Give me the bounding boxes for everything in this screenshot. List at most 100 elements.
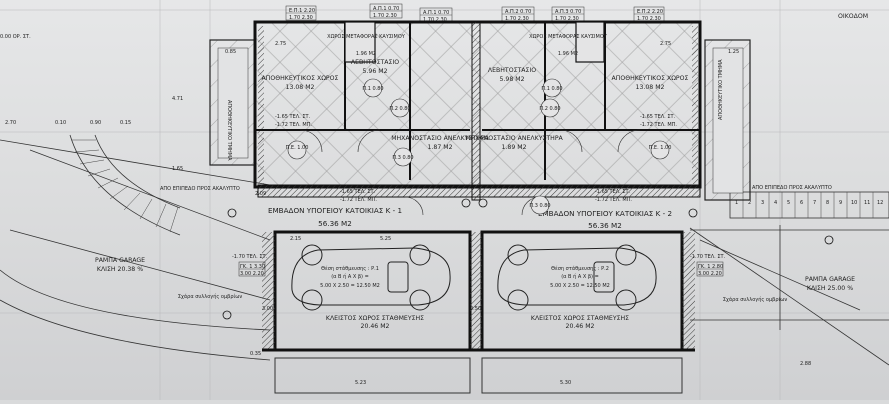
dim-270: 2.70 [5,120,16,126]
dim-288: 2.88 [800,361,811,367]
room-basement-right-area: 56.36 Μ2 [588,221,622,230]
level-left-hall2: -1.72 ΤΕΛ. ΜΠ. [340,197,377,203]
dim-275-right: 2.75 [660,41,671,47]
level-garage-right: -1.70 ΤΕΛ. ΣΤ. [690,254,726,260]
window-schedule: Ε.Π.1 2.20 1.70 2.30 Α.Π.1 0.70 1.70 2.3… [285,3,665,23]
level-or-st: 0.00 ΟΡ. ΣΤ. [0,34,31,40]
section-markers [222,198,834,320]
room-lift-right-area: 1.89 Μ2 [501,144,526,151]
drain-left-label: Σχάρα συλλογής ομβρίων [178,293,243,300]
room-storage-left-area: 13.08 Μ2 [286,84,315,91]
room-garage-left-name: ΚΛΕΙΣΤΟΣ ΧΩΡΟΣ ΣΤΑΘΜΕΥΣΗΣ [326,315,424,322]
room-boiler-right-name: ΛΕΒΗΤΟΣΤΑΣΙΟ [488,67,536,74]
parking-right-size: 5.00 Χ 2.50 = 12.50 Μ2 [550,283,610,289]
gk-right-a: ΓΚ. 1 2.80 [698,264,723,270]
ramp-labels: ΡΑΜΠΑ GARAGE ΚΛΙΣΗ 20.38 % ΡΑΜΠΑ GARAGE … [95,257,855,303]
dimensions: 2.70 0.10 0.90 0.15 4.71 1.65 2.09 2.15 … [5,41,811,386]
room-basement-left-area: 56.36 Μ2 [318,219,352,228]
window-box-4-line2: 1.70 2.30 [505,16,529,22]
room-storage-right-name: ΑΠΟΘΗΚΕΥΤΙΚΟΣ ΧΩΡΟΣ [612,75,689,82]
level-left-hall: -1.65 ΤΕΛ. ΣΤ. [340,189,376,195]
stair-step-12: 12 [877,200,883,206]
dim-165: 1.65 [172,166,183,172]
stair-step-4: 4 [774,200,777,206]
dim-300: 3.00 [262,306,273,312]
stair-step-9: 9 [839,200,842,206]
stairs-right: 1 2 3 4 5 6 7 8 9 10 11 12 ΑΠΟ ΕΠΙΠΕΔΟ Π… [729,185,889,219]
parking-right-formula: (α Β ή Α Χ β) = [561,273,599,280]
window-box-2-line2: 1.70 2.30 [373,13,397,19]
room-boiler-left-name: ΛΕΒΗΤΟΣΤΑΣΙΟ [351,59,399,66]
gk-left-b: 3.00 2.20 [240,271,264,277]
storage-bay-right-label: ΑΠΟΘΗΚΕΥΤΙΚΟ ΤΜΗΜΑ [718,59,724,120]
stair-note-right: ΑΠΟ ΕΠΙΠΕΔΟ ΠΡΟΣ ΑΚΑΛΥΠΤΟ [752,185,832,191]
tag-p2-left: Π.2 0.80 [389,106,410,112]
drain-right-label: Σχάρα συλλογής ομβρίων [723,296,788,303]
room-boiler-right-area: 5.98 Μ2 [499,76,524,83]
dim-275-left: 2.75 [275,41,286,47]
tag-pe-right: Π.Ε. 1.00 [649,145,672,151]
room-boiler-left-area: 5.96 Μ2 [362,68,387,75]
window-box-1-line2: 1.70 2.30 [289,15,313,21]
ramp-right-slope: ΚΛΙΣΗ 25.00 % [807,285,853,292]
stair-step-1: 1 [735,200,738,206]
stair-step-10: 10 [851,200,857,206]
room-lift-left-area: 1.87 Μ2 [427,144,452,151]
room-fuel-right-name: ΧΩΡΟΣ ΜΕΤΑΦΟΡΑΣ ΚΑΥΣΙΜΟΥ [529,34,608,40]
ramp-left-curve [0,134,271,361]
window-box-6-line2: 1.70 2.30 [637,16,661,22]
storage-bay-left-label: ΑΠΟΘΗΚΕΥΤΙΚΟ ΤΜΗΜΑ [226,100,232,161]
parking-right-title: Θέση στάθμευσης : Ρ.2 [551,265,609,272]
dim-125: 1.25 [728,49,739,55]
room-garage-right-area: 20.46 Μ2 [566,323,595,330]
window-box-2-line1: Α.Π.1 0.70 [373,6,399,12]
level-left-floor: -1.65 ΤΕΛ. ΣΤ. [275,114,311,120]
tag-p1-right: Π.1 0.80 [541,86,562,92]
car-left [291,244,451,311]
stair-step-6: 6 [800,200,803,206]
dim-215: 2.15 [290,236,301,242]
level-right-hall2: -1.72 ΤΕΛ. ΜΠ. [595,197,632,203]
window-box-4-line1: Α.Π.2 0.70 [505,9,531,15]
ramp-left-title: ΡΑΜΠΑ GARAGE [95,257,145,264]
stair-note-left: ΑΠΟ ΕΠΙΠΕΔΟ ΠΡΟΣ ΑΚΑΛΥΠΤΟ [160,186,240,192]
window-box-3-line2: 1.70 2.30 [423,17,447,23]
stair-step-11: 11 [864,200,870,206]
room-fuel-left-area: 1.96 Μ2 [356,51,376,57]
level-markers: 0.00 ΟΡ. ΣΤ. -1.65 ΤΕΛ. ΣΤ. -1.72 ΤΕΛ. Μ… [0,34,726,260]
door-swings [299,129,641,216]
dim-209: 2.09 [255,191,266,197]
garage-door-tags: ΓΚ. 1 3.30 3.00 2.20 ΓΚ. 1 2.80 3.00 2.2… [238,261,724,277]
ramp-right-lines [689,225,889,366]
tag-p2-right: Π.2 0.80 [539,106,560,112]
room-lift-left-name: ΜΗΧΑΝΟΣΤΑΣΙΟ ΑΝΕΛΚΥΣΤΗΡΑ [391,135,489,142]
building-walls [253,20,702,201]
room-basement-right-name: ΕΜΒΑΔΟΝ ΥΠΟΓΕΙΟΥ ΚΑΤΟΙΚΙΑΣ Κ - 2 [538,209,672,218]
room-fuel-left-name: ΧΩΡΟΣ ΜΕΤΑΦΟΡΑΣ ΚΑΥΣΙΜΟΥ [327,34,406,40]
window-box-6-line1: Ε.Π.2 2.20 [637,9,663,15]
tag-p1-left: Π.1 0.80 [362,86,383,92]
room-garage-left-area: 20.46 Μ2 [361,323,390,330]
window-box-3-line1: Α.Π.1 0.70 [423,10,449,16]
level-right-floor2: -1.72 ΤΕΛ. ΜΠ. [640,122,677,128]
level-right-hall: -1.65 ΤΕΛ. ΣΤ. [595,189,631,195]
dim-530: 5.30 [560,380,571,386]
level-right-floor: -1.65 ΤΕΛ. ΣΤ. [640,114,676,120]
room-garage-right-name: ΚΛΕΙΣΤΟΣ ΧΩΡΟΣ ΣΤΑΘΜΕΥΣΗΣ [531,315,629,322]
opening-tags: Π.Ε. 1.00 Π.Ε. 1.00 Π.1 0.80 Π.1 0.80 Π.… [286,78,672,215]
dim-471: 4.71 [172,96,183,102]
dim-050: 0.50 [470,306,481,312]
storage-bay-right: ΑΠΟΘΗΚΕΥΤΙΚΟ ΤΜΗΜΑ [704,39,751,201]
level-left-floor2: -1.72 ΤΕΛ. ΜΠ. [275,122,312,128]
window-box-5-line1: Α.Π.3 0.70 [555,9,581,15]
room-lift-right-name: ΜΗΧΑΝΟΣΤΑΣΙΟ ΑΝΕΛΚΥΣΤΗΡΑ [465,135,563,142]
garage-walls [262,230,695,394]
dim-085: 0.85 [225,49,236,55]
parking-left-size: 5.00 Χ 2.50 = 12.50 Μ2 [320,283,380,289]
stair-step-5: 5 [787,200,790,206]
room-basement-left-name: ΕΜΒΑΔΟΝ ΥΠΟΓΕΙΟΥ ΚΑΤΟΙΚΙΑΣ Κ - 1 [268,206,402,215]
gk-left-a: ΓΚ. 1 3.30 [240,264,265,270]
ramp-right-title: ΡΑΜΠΑ GARAGE [805,276,855,283]
